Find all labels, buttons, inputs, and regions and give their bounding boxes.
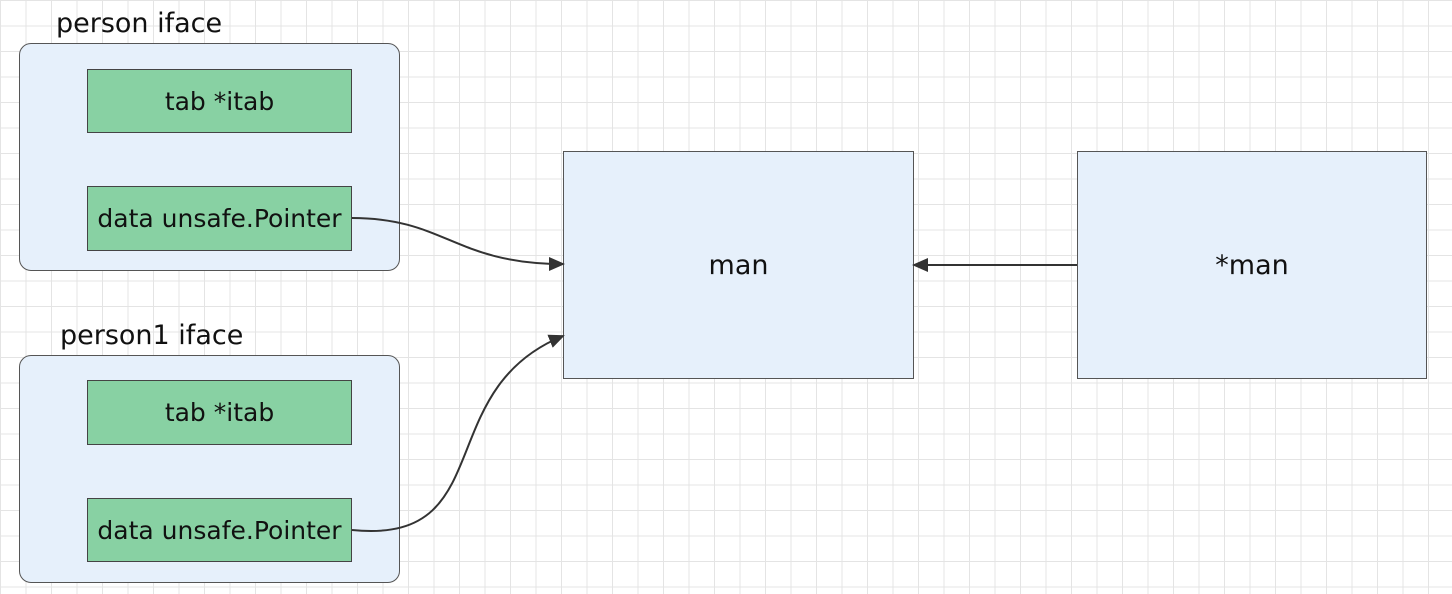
group-title-person1: person1 iface	[60, 320, 244, 351]
field-person1-tab[interactable]: tab *itab	[87, 380, 352, 445]
field-person1-data[interactable]: data unsafe.Pointer	[87, 498, 352, 562]
field-person-tab[interactable]: tab *itab	[87, 69, 352, 133]
node-man[interactable]: man	[563, 151, 914, 379]
group-title-person: person iface	[56, 8, 223, 39]
field-person-data[interactable]: data unsafe.Pointer	[87, 186, 352, 251]
node-man-pointer[interactable]: *man	[1077, 151, 1427, 379]
